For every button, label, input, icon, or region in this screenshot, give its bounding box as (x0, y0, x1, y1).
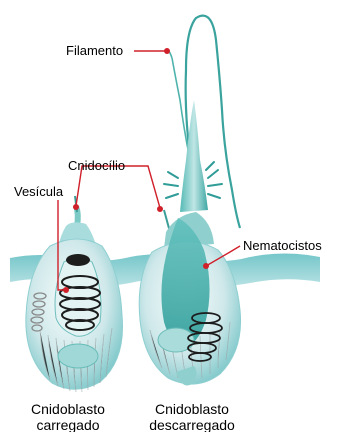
caption-left-line2: carregado (36, 417, 99, 432)
label-nematocistos: Nematocistos (243, 238, 322, 253)
label-filamento: Filamento (66, 43, 123, 58)
nucleus-left (58, 344, 98, 368)
label-vesicula: Vesícula (14, 184, 64, 199)
caption-left-line1: Cnidoblasto (31, 401, 105, 417)
charged-cnidoblast (26, 196, 123, 392)
leader-filamento (134, 48, 170, 54)
caption-right-line2: descarregado (149, 417, 235, 432)
label-cnidocilio: Cnidocílio (68, 158, 125, 173)
discharged-cnidoblast (139, 16, 240, 386)
caption-right-line1: Cnidoblasto (155, 401, 229, 417)
